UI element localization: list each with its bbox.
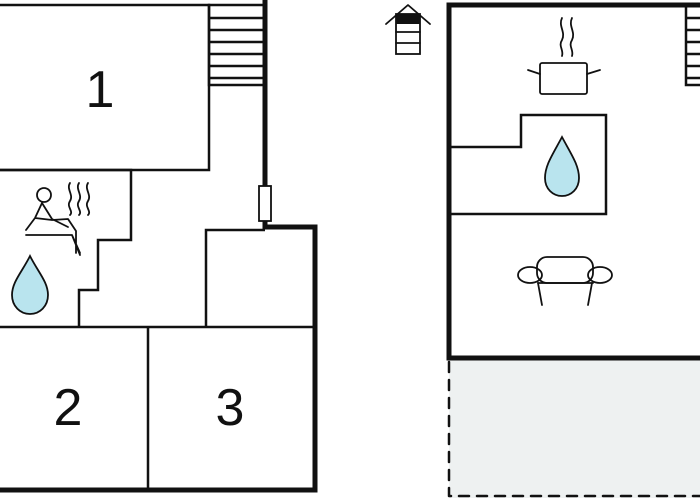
left-floor: 1 2 3: [0, 0, 318, 493]
closet-outline: [204, 228, 265, 327]
room-1-label: 1: [86, 61, 115, 119]
water-drop-icon: [544, 135, 580, 197]
room-3-label: 3: [216, 379, 245, 437]
bathroom-outline: [449, 113, 608, 216]
staircase-right: [684, 3, 700, 87]
right-floor: [446, 2, 700, 498]
sofa-icon: [517, 256, 613, 306]
sauna-wall: [0, 168, 133, 327]
upstairs-arrow-icon: [385, 4, 431, 55]
staircase-icon: [207, 3, 267, 87]
water-drop-icon: [11, 253, 49, 315]
cooking-pot-icon: [527, 17, 601, 95]
door-icon: [258, 185, 272, 222]
terrace-area: [449, 358, 700, 498]
room-2-label: 2: [54, 379, 83, 437]
sauna-icon: [25, 182, 91, 256]
